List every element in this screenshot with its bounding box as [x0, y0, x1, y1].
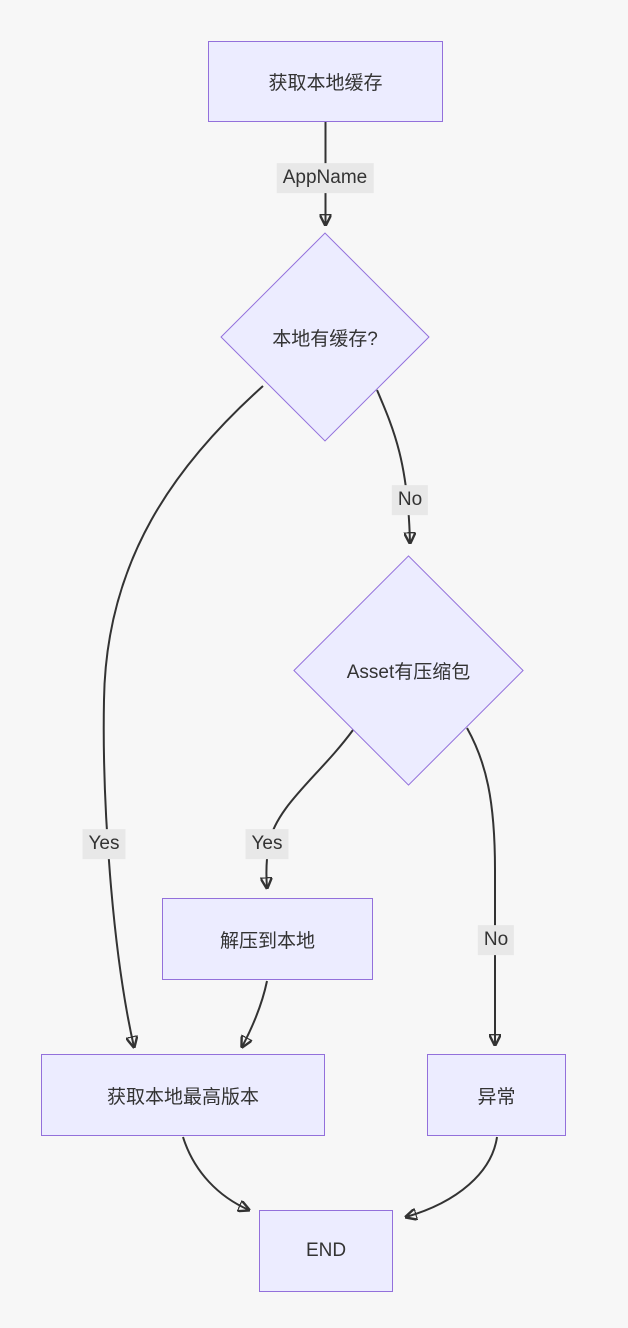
node-get-highest-local-version: 获取本地最高版本	[41, 1054, 325, 1136]
edge-label-no-upper: No	[391, 485, 429, 515]
node-get-local-cache-label: 获取本地缓存	[268, 73, 383, 94]
node-unzip-to-local-label: 解压到本地	[219, 930, 315, 952]
node-get-highest-local-version-label: 获取本地最高版本	[106, 1086, 259, 1108]
edge-highest-version-to-end	[182, 1136, 249, 1210]
node-get-local-cache: 获取本地缓存	[208, 41, 443, 122]
node-has-local-cache-decision-label: 本地有缓存?	[272, 328, 378, 350]
edge-label-yes-middle: Yes	[245, 829, 289, 859]
edge-label-yes-left: Yes	[82, 829, 126, 859]
edge-label-no-right: No	[477, 925, 515, 955]
node-exception-label: 异常	[477, 1086, 516, 1108]
edge-exception-to-end	[406, 1136, 498, 1217]
edge-no-to-exception	[466, 727, 495, 1045]
node-unzip-to-local: 解压到本地	[162, 898, 373, 980]
edge-yes-to-highest-version	[102, 385, 264, 1047]
edge-label-appname: AppName	[276, 163, 374, 193]
node-end: END	[259, 1210, 393, 1292]
node-end-label: END	[305, 1240, 347, 1261]
edge-yes-to-unzip	[266, 729, 354, 888]
edge-unzip-to-highest-version	[242, 980, 268, 1047]
node-asset-has-archive-decision-label: Asset有压缩包	[346, 662, 471, 683]
node-exception: 异常	[427, 1054, 566, 1136]
edge-no-to-asset-decision	[376, 389, 410, 543]
